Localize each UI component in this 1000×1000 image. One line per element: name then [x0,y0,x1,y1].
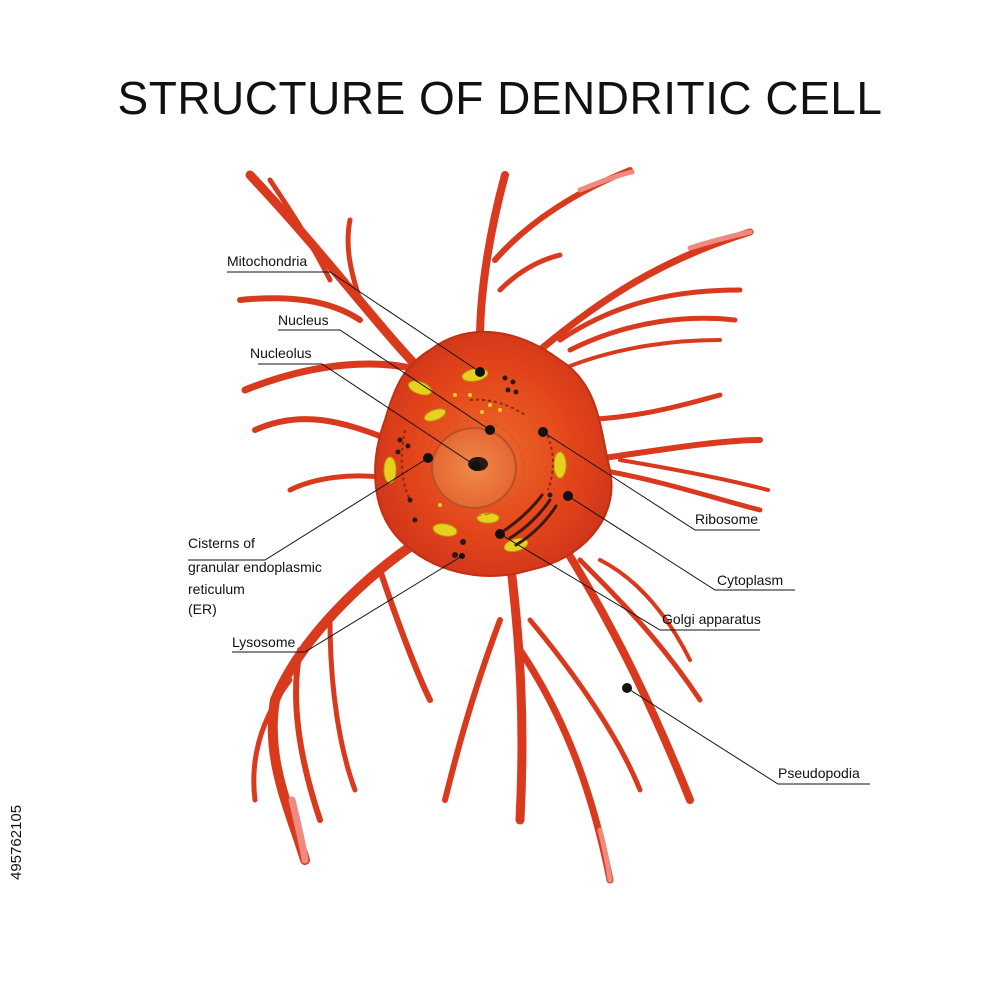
ribosome [397,437,403,443]
ribosome [502,375,508,381]
granular-er [400,398,554,501]
dendrite [345,217,363,303]
dendrite [618,458,770,492]
dendrite [557,287,743,343]
dendrite [442,617,503,803]
mitochondrion [553,451,567,479]
vesicle-group [438,393,502,507]
dendrite [558,338,722,372]
mitochondrion [408,380,432,396]
label-lysosome: Lysosome [232,634,296,650]
label-pseudopodia: Pseudopodia [778,765,860,781]
leader-ribosome [542,431,760,531]
dendrite [237,295,363,323]
label-nucleolus: Nucleolus [250,345,311,361]
pseudopodia-group [237,167,770,884]
label-er-line2: granular endoplasmic [188,559,322,575]
leader-lysosome [232,555,463,653]
leader-nucleus [278,329,491,431]
ribosome-group [395,375,553,558]
anchor-lysosome [459,553,465,559]
anchor-er [423,453,433,463]
ribosome [513,389,519,395]
dendrite [536,228,754,354]
leader-lines [188,271,870,785]
dendrite [252,416,393,443]
nucleus-envelope [423,419,525,517]
label-nucleus: Nucleus [278,312,329,328]
ribosome [407,497,413,503]
dendrite-tip [687,229,753,251]
dendrite [492,167,633,263]
dendrite-tip [288,796,309,864]
dendrite [476,171,509,344]
dendrite [251,677,293,803]
anchor-cytoplasm [563,491,573,501]
ribosome [405,443,411,449]
dendrite [267,177,333,283]
golgi-apparatus [503,493,558,547]
anchor-ribosome [538,427,548,437]
ribosome [547,492,553,498]
labels: Mitochondria Nucleus Nucleolus Cisterns … [188,253,860,781]
dendrite [597,467,763,513]
label-er-line1: Cisterns of [188,535,255,551]
diagram-title: STRUCTURE OF DENDRITIC CELL [117,72,883,124]
label-er-line3: reticulum [188,581,245,597]
mitochondria-group [383,368,567,553]
dendrite [377,567,433,703]
ribosome [505,387,511,393]
dendrite [577,557,703,703]
ribosome [460,539,466,545]
label-golgi: Golgi apparatus [662,611,761,627]
leader-mitochondria [227,271,481,373]
anchor-golgi [495,529,505,539]
mitochondrion [432,523,458,537]
leader-er [188,457,429,561]
anchor-pseudopodia [622,683,632,693]
dendrite [505,555,527,825]
ribosome [395,449,401,455]
dendrite [598,558,692,662]
label-mitochondria: Mitochondria [227,253,307,269]
dendrite [241,360,424,394]
dendrite [527,617,643,793]
ribosome [412,517,418,523]
label-ribosome: Ribosome [695,511,758,527]
mitochondrion [476,512,500,524]
ribosome [452,552,458,558]
anchor-nucleolus [471,461,481,471]
leader-pseudopodia [626,687,870,785]
leader-nucleolus [258,363,477,467]
dendrite [567,315,738,353]
label-cytoplasm: Cytoplasm [717,572,783,588]
dendrite [516,646,614,884]
anchor-nucleus [485,425,495,435]
label-er-line4: (ER) [188,601,217,617]
stock-image-id: 495762105 [8,804,25,880]
anchor-mitochondria [475,367,485,377]
mitochondrion [383,456,397,484]
leader-cytoplasm [567,495,795,591]
dendrite [293,647,323,823]
dendrite [556,536,694,804]
dendrite-tip [577,169,635,193]
ribosome [510,379,516,385]
dendrite [587,437,763,463]
leader-golgi [499,533,760,631]
mitochondrion [424,408,446,422]
dendrite-tip [597,827,613,883]
dendrite [327,617,358,793]
dendrite [245,170,435,385]
dendrite [497,252,563,293]
